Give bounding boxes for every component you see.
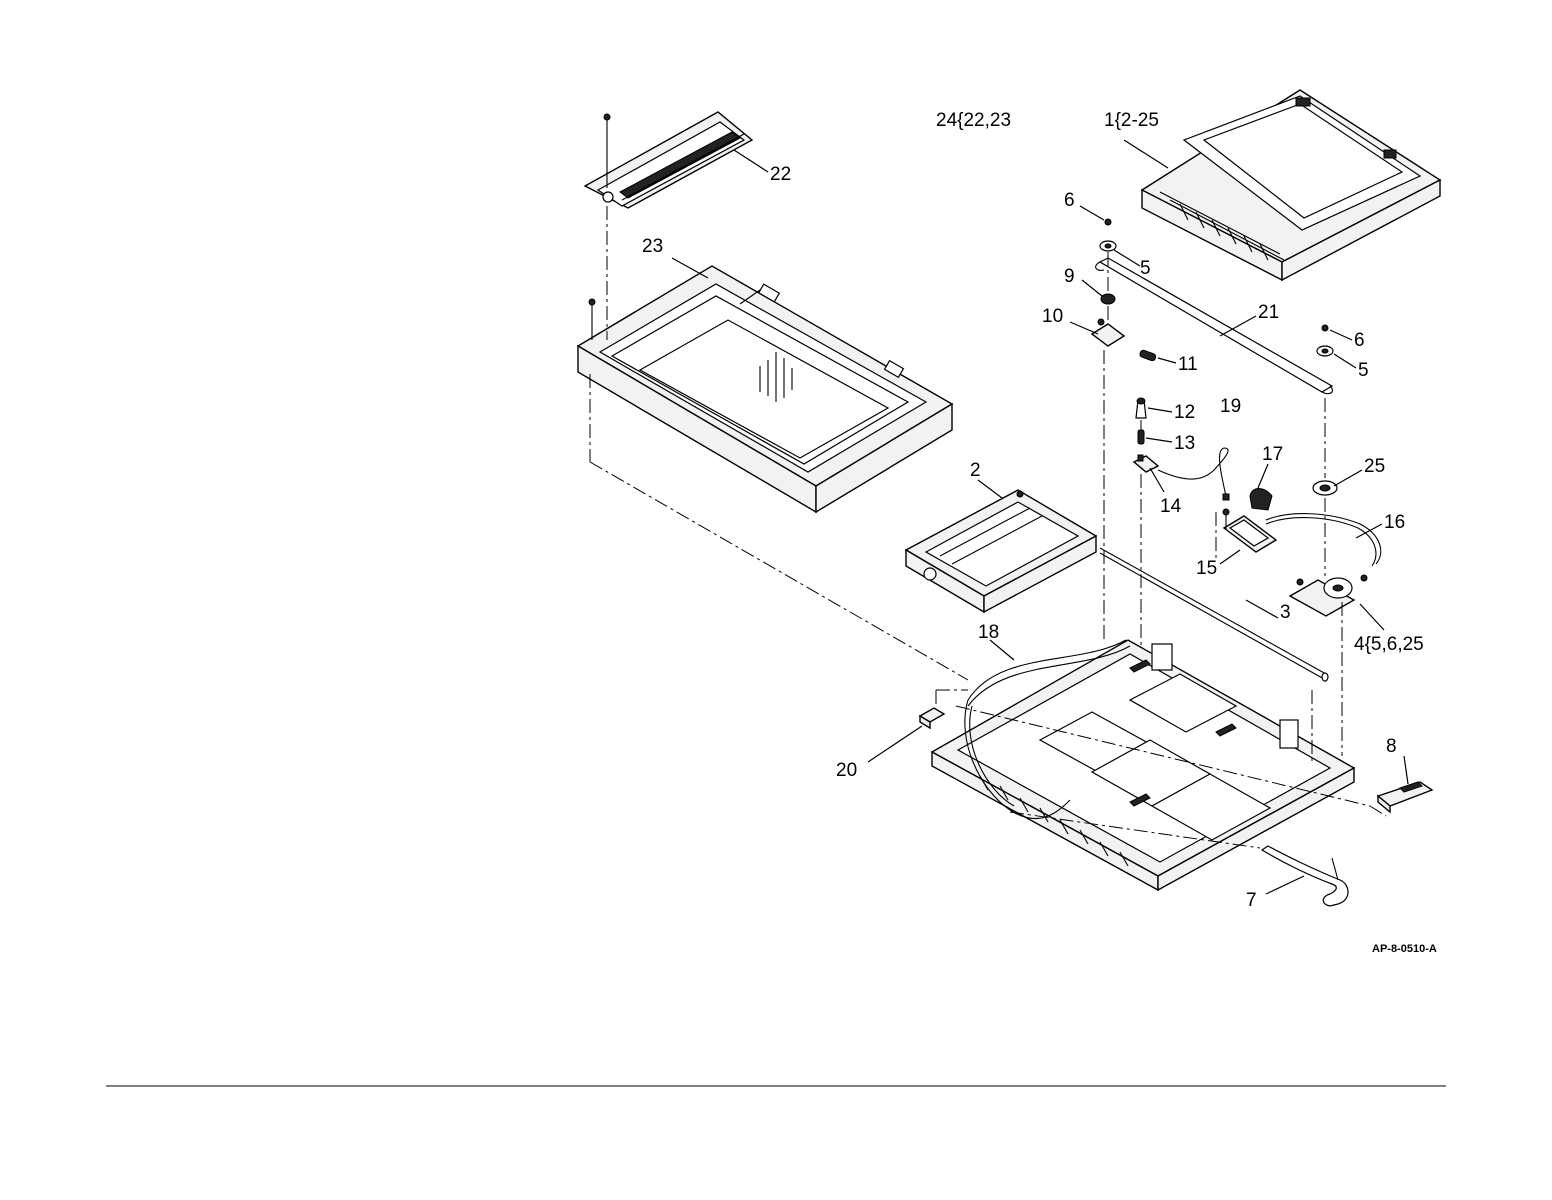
callout-22: 22 <box>770 164 791 185</box>
part-19-cable <box>1158 448 1229 500</box>
part-6-screw-left <box>1105 219 1111 225</box>
part-20-switch <box>920 708 944 728</box>
lower-frame <box>932 640 1354 890</box>
callout-24: 24{22,23 <box>936 110 1011 131</box>
callout-20: 20 <box>836 760 857 781</box>
callout-6a: 6 <box>1064 190 1075 211</box>
part-17-connector <box>1250 489 1272 511</box>
callout-8: 8 <box>1386 736 1397 757</box>
callout-13: 13 <box>1174 433 1195 454</box>
callout-15: 15 <box>1196 558 1217 579</box>
part-5-washer-right <box>1317 346 1333 356</box>
part-11-spring <box>1139 349 1156 361</box>
part-22-glass-strip <box>585 112 752 208</box>
callout-1: 1{2-25 <box>1104 110 1159 131</box>
callout-19: 19 <box>1220 396 1241 417</box>
callout-5a: 5 <box>1140 258 1151 279</box>
part-9-bearing <box>1101 294 1115 304</box>
part-23-top-cover <box>578 266 952 512</box>
callout-10: 10 <box>1042 306 1063 327</box>
callout-23: 23 <box>642 236 663 257</box>
part-5-washer-left <box>1100 241 1116 251</box>
part-1-scanner-assembly <box>1142 90 1440 280</box>
part-10-bracket <box>1092 319 1124 346</box>
callout-12: 12 <box>1174 402 1195 423</box>
callout-16: 16 <box>1384 512 1405 533</box>
callout-3: 3 <box>1280 602 1291 623</box>
callout-6b: 6 <box>1354 330 1365 351</box>
callout-7: 7 <box>1246 890 1257 911</box>
callout-11: 11 <box>1178 354 1198 375</box>
part-15-pwb <box>1223 509 1276 552</box>
part-16-harness <box>1266 514 1381 566</box>
part-6-screw-right <box>1322 325 1328 331</box>
part-21-belt <box>1096 258 1333 394</box>
callout-17: 17 <box>1262 444 1283 465</box>
part-2-carriage <box>906 490 1096 612</box>
part-4-motor <box>1290 575 1367 616</box>
part-14-sensor <box>1134 455 1158 472</box>
callout-2: 2 <box>970 460 981 481</box>
callout-14: 14 <box>1160 496 1182 517</box>
part-8-cover <box>1378 782 1432 812</box>
callout-4: 4{5,6,25 <box>1354 634 1424 655</box>
callout-21: 21 <box>1258 302 1279 323</box>
callout-18: 18 <box>978 622 999 643</box>
callout-25: 25 <box>1364 456 1385 477</box>
part-13-spring <box>1138 430 1144 444</box>
part-7-flat-cable <box>1262 846 1348 906</box>
part-25-pulley <box>1313 481 1337 495</box>
drawing-code: AP-8-0510-A <box>1372 943 1437 955</box>
callout-9: 9 <box>1064 266 1075 287</box>
part-12-knob <box>1136 398 1146 418</box>
callout-5b: 5 <box>1358 360 1369 381</box>
